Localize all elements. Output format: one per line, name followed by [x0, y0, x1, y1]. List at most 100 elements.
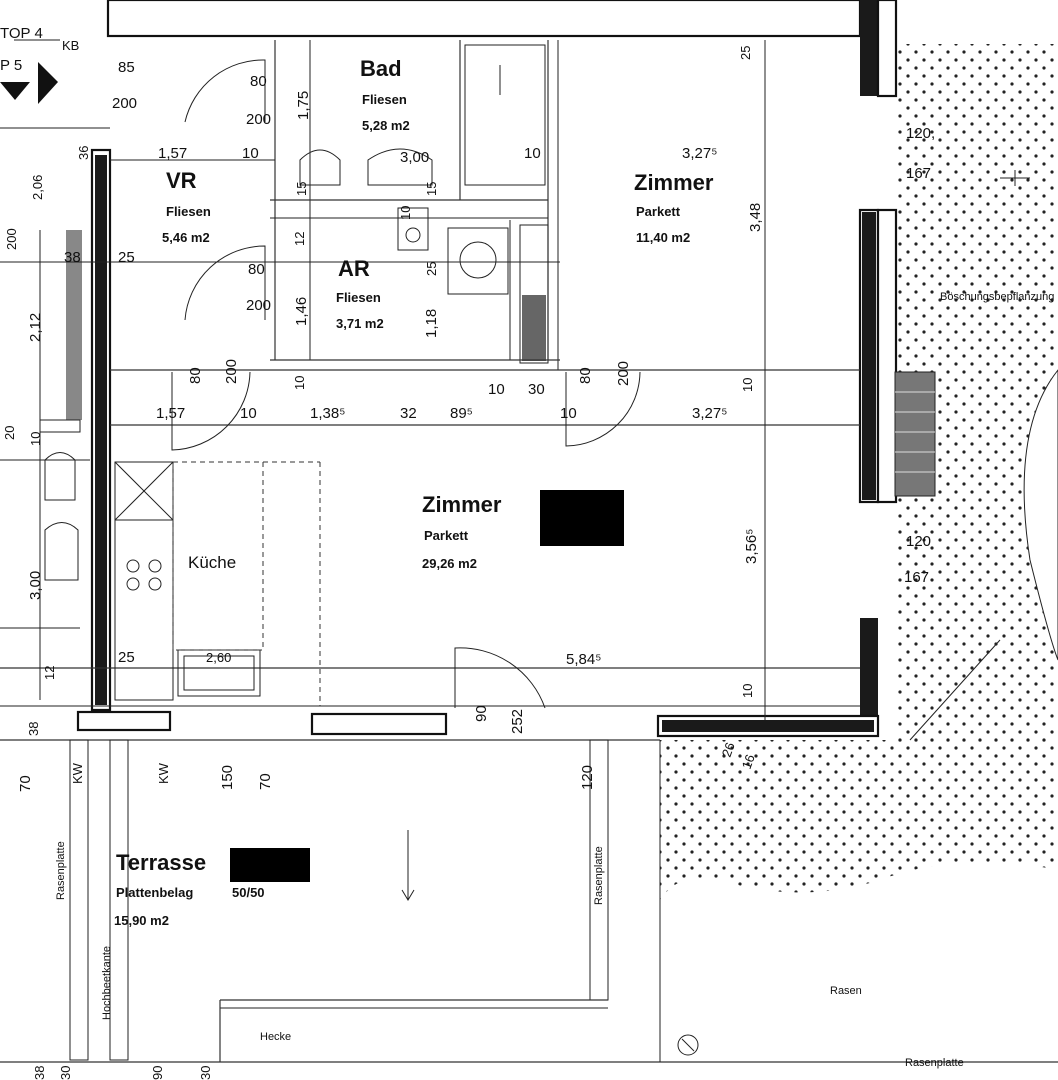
room-bad: Bad Fliesen 5,28 m2	[360, 56, 410, 133]
dim-label: 15	[294, 182, 309, 196]
terrace-area	[69, 739, 661, 1062]
room-terrasse: Terrasse Plattenbelag 50/50 15,90 m2	[114, 850, 265, 928]
room-area: 5,28 m2	[362, 118, 410, 133]
dim-label: 38	[32, 1066, 47, 1080]
dim-label: 3,00	[400, 149, 429, 166]
room-floor: Fliesen	[336, 290, 381, 305]
dim-label: 70	[17, 775, 34, 792]
dim-label: 90	[473, 705, 490, 722]
dim-label: 80	[577, 367, 594, 384]
room-floor: Parkett	[424, 528, 469, 543]
dim-label: 30	[528, 381, 545, 398]
dim-label: 80	[248, 261, 265, 278]
room-vr: VR Fliesen 5,46 m2	[162, 168, 211, 245]
room-zimmer-1: Zimmer Parkett 11,40 m2	[634, 170, 714, 245]
room-name: AR	[338, 256, 370, 281]
dim-label: 10	[524, 145, 541, 162]
dim-label: 1,57	[158, 145, 187, 162]
room-kueche: Küche	[188, 553, 236, 572]
dimension-labels: 85 200 80 200 1,57 10 3,00 10 3,27⁵ 120,…	[64, 59, 935, 668]
bathroom-fixtures	[44, 44, 546, 581]
dim-label: 2,06	[30, 175, 45, 200]
room-floor: Fliesen	[362, 92, 407, 107]
redaction-box	[540, 490, 624, 546]
rasen-label: Rasen	[830, 985, 862, 997]
dim-label: 120	[579, 765, 596, 790]
dim-label: 3,56⁵	[743, 529, 760, 564]
dim-label: 252	[509, 709, 526, 734]
dim-label: 3,27⁵	[682, 145, 717, 162]
arrow-icon	[0, 82, 30, 100]
room-tile: 50/50	[232, 885, 265, 900]
rasenplatte-left-label: Rasenplatte	[55, 841, 67, 900]
dim-label: 200	[4, 228, 19, 250]
dim-label: 200	[246, 297, 271, 314]
dim-label: 89⁵	[450, 405, 473, 422]
dim-label: 90	[150, 1066, 165, 1080]
dim-label: 3,48	[747, 203, 764, 232]
dim-label: 25	[424, 262, 439, 276]
dim-label: 10	[740, 684, 755, 698]
garden-area	[660, 44, 1058, 900]
rasenplatte-label: Rasenplatte	[905, 1057, 964, 1069]
room-name: VR	[166, 168, 197, 193]
room-zimmer-2: Zimmer Parkett 29,26 m2	[422, 492, 502, 571]
dim-label: 20	[2, 426, 17, 440]
dim-label: 10	[560, 405, 577, 422]
dim-label: 10	[242, 145, 259, 162]
dim-label: 1,18	[423, 309, 440, 338]
dim-label: 2,60	[206, 650, 231, 665]
dim-label: 25	[118, 249, 135, 266]
room-floor: Fliesen	[166, 204, 211, 219]
room-area: 11,40 m2	[636, 230, 690, 245]
dim-label: 80	[250, 73, 267, 90]
dim-label: 200	[223, 359, 240, 384]
dim-label: 10	[240, 405, 257, 422]
arrow-right-icon	[38, 62, 58, 104]
rasenplatte-right-label: Rasenplatte	[593, 846, 605, 905]
dim-label: 3,27⁵	[692, 405, 727, 422]
dim-label: 30	[58, 1066, 73, 1080]
dim-label: 12	[42, 666, 57, 680]
room-area: 29,26 m2	[422, 556, 477, 571]
dim-label: 10	[292, 376, 307, 390]
dim-label: 1,38⁵	[310, 405, 345, 422]
dim-label: 200	[112, 95, 137, 112]
dim-label: 120,	[906, 125, 935, 142]
room-ar: AR Fliesen 3,71 m2	[336, 256, 384, 331]
dim-label: 25	[738, 46, 753, 60]
dim-label: 5,84⁵	[566, 651, 601, 668]
dim-label: 36	[76, 146, 91, 160]
dim-label: 16	[739, 752, 758, 771]
dim-label: KW	[156, 762, 171, 784]
room-name: Zimmer	[634, 170, 714, 195]
room-area: 3,71 m2	[336, 316, 384, 331]
dim-label: 10	[488, 381, 505, 398]
boeschung-label: Böschungsbepflanzung	[940, 291, 1054, 303]
dim-label: 10	[398, 206, 413, 220]
dim-label: 25	[118, 649, 135, 666]
dim-label: 1,46	[293, 297, 310, 326]
room-name: Terrasse	[116, 850, 206, 875]
dim-label: 167	[904, 569, 929, 586]
room-floor: Plattenbelag	[116, 885, 193, 900]
dim-label: 12	[292, 232, 307, 246]
dim-label: 10	[740, 378, 755, 392]
dim-label: 15	[424, 182, 439, 196]
dim-label: 167	[906, 165, 931, 182]
dim-label: 120	[906, 533, 931, 550]
dim-label: 10	[28, 432, 43, 446]
dim-label: 32	[400, 405, 417, 422]
outer-walls	[39, 0, 898, 738]
window-elements	[401, 170, 1030, 1056]
room-floor: Parkett	[636, 204, 681, 219]
dim-label: 38	[64, 249, 81, 266]
room-area: 5,46 m2	[162, 230, 210, 245]
room-name: Zimmer	[422, 492, 502, 517]
door-swings	[14, 39, 641, 709]
dim-label: 1,57	[156, 405, 185, 422]
dim-label: 200	[246, 111, 271, 128]
room-name: Bad	[360, 56, 402, 81]
kitchen-block	[114, 461, 321, 706]
